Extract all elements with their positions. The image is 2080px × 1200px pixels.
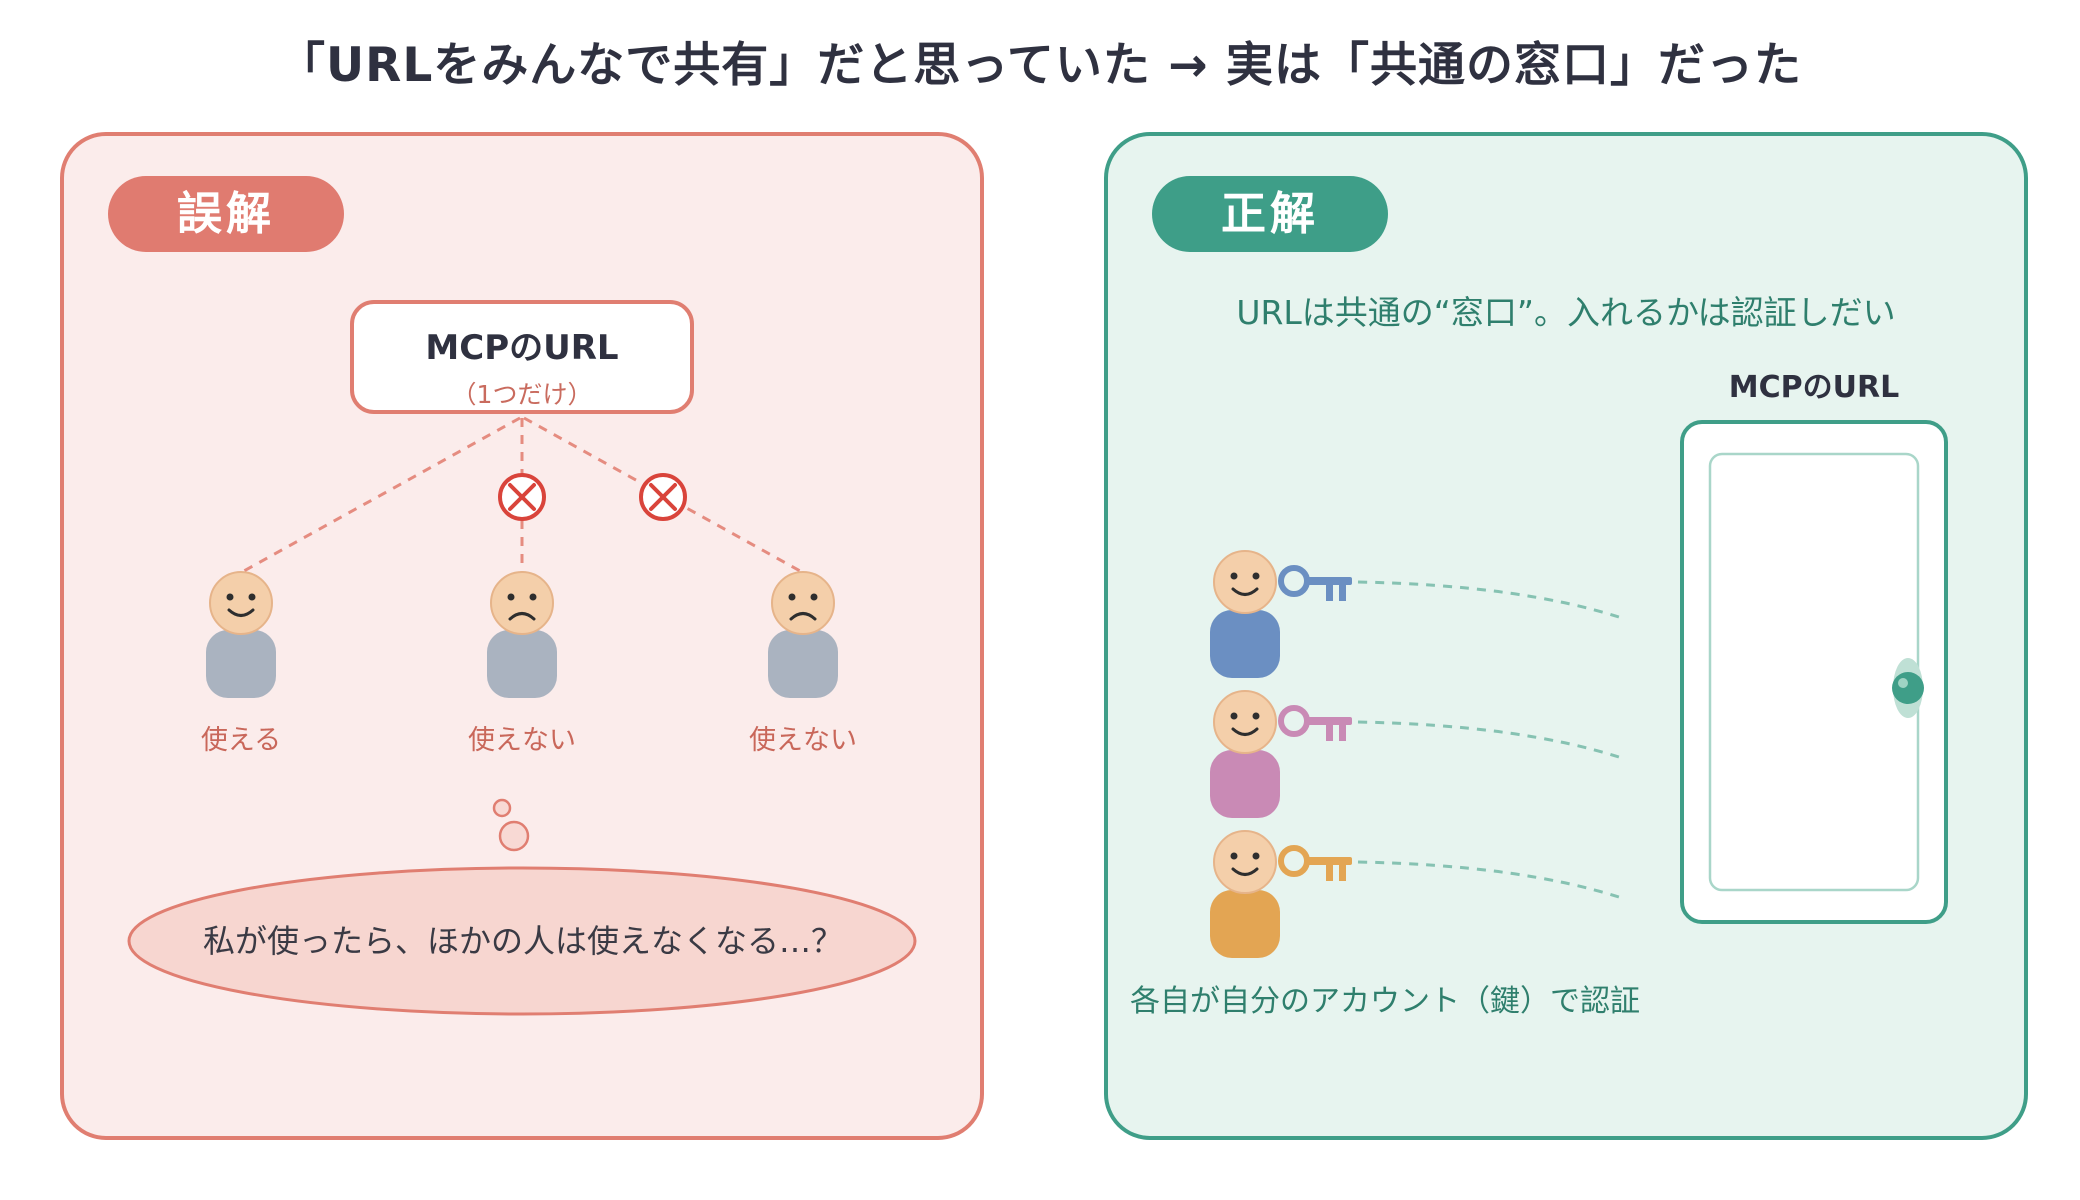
key-paths xyxy=(1357,580,1623,900)
user-figure-happy xyxy=(206,571,276,698)
url-box-subtitle: （1つだけ） xyxy=(451,380,593,409)
door-label: MCPのURL xyxy=(1728,370,1900,405)
x-circle-icon xyxy=(498,473,546,521)
user-status-label: 使える xyxy=(200,725,282,756)
x-circle-icon xyxy=(639,473,687,521)
auth-note: 各自が自分のアカウント（鍵）で認証 xyxy=(1130,984,1640,1019)
user-status-label: 使えない xyxy=(749,725,857,756)
door-icon xyxy=(1680,420,1948,924)
connector-line xyxy=(241,416,521,574)
smiley-face-icon xyxy=(1230,712,1260,736)
thought-bubble-icon xyxy=(127,798,917,1016)
key-path xyxy=(1357,720,1623,760)
smiley-face-icon xyxy=(226,593,256,617)
correct-badge: 正解 xyxy=(1152,176,1388,252)
frown-face-icon xyxy=(788,593,818,621)
user-figure-sad xyxy=(487,571,557,698)
user-figure-sad xyxy=(768,571,838,698)
key-icon xyxy=(1278,705,1352,741)
user-status-label: 使えない xyxy=(468,725,576,756)
frown-face-icon xyxy=(507,593,537,621)
mcp-url-box: MCPのURL （1つだけ） xyxy=(350,300,694,414)
key-path xyxy=(1357,860,1623,900)
smiley-face-icon xyxy=(1230,572,1260,596)
smiley-face-icon xyxy=(1230,852,1260,876)
key-icon xyxy=(1278,565,1352,601)
user-with-key-pink xyxy=(1210,690,1352,818)
key-path xyxy=(1357,580,1623,620)
thought-text: 私が使ったら、ほかの人は使えなくなる…？ xyxy=(202,922,843,960)
key-icon xyxy=(1278,845,1352,881)
misconception-badge: 誤解 xyxy=(108,176,344,252)
explanation-note: URLは共通の“窓口”。入れるかは認証しだい xyxy=(1236,293,1896,332)
user-with-key-blue xyxy=(1210,550,1352,678)
page-title: 「URLをみんなで共有」だと思っていた → 実は「共通の窓口」だった xyxy=(277,38,1803,93)
url-box-title: MCPのURL xyxy=(425,328,619,368)
user-with-key-orange xyxy=(1210,830,1352,958)
